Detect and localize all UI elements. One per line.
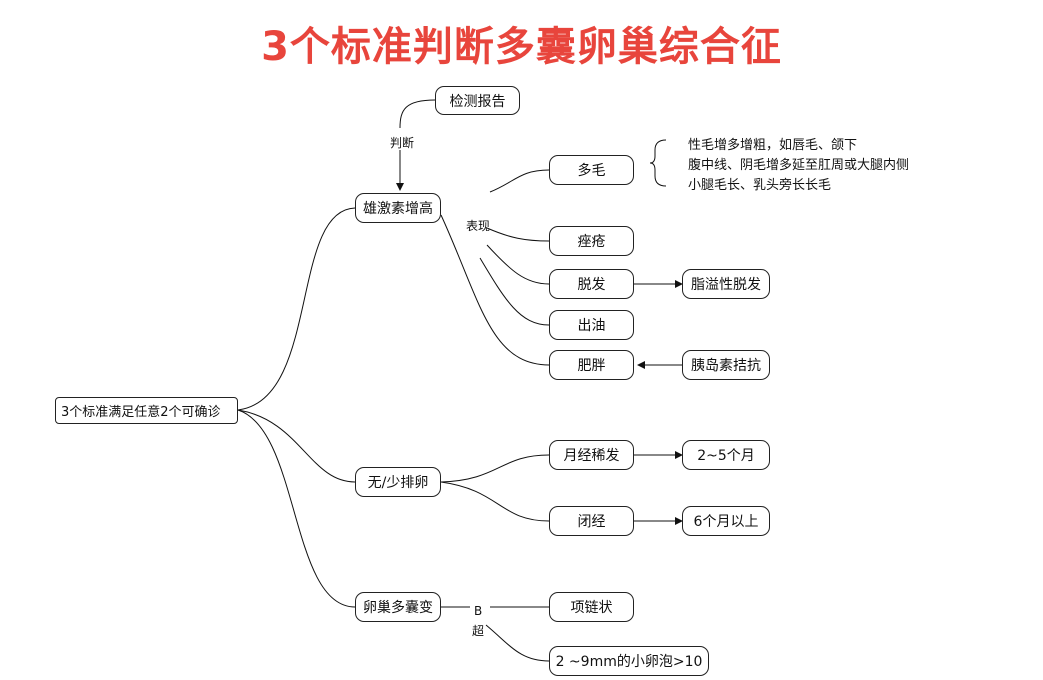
symptom-oily-skin-node[interactable]: 出油: [549, 310, 634, 340]
insulin-resistance-node[interactable]: 胰岛素拮抗: [682, 350, 770, 380]
test-report-node[interactable]: 检测报告: [435, 86, 520, 115]
necklace-sign-node[interactable]: 项链状: [549, 592, 634, 622]
symptom-hirsutism-node[interactable]: 多毛: [549, 155, 634, 185]
edge-androgen-oil: [479, 257, 550, 326]
edge-androgen-acne: [486, 227, 550, 242]
edge-androgen-hair: [489, 169, 550, 193]
symptom-hair-loss-node[interactable]: 脱发: [549, 269, 634, 299]
edge-root-ovulation: [237, 409, 356, 483]
hair-note-line: 腹中线、阴毛增多延至肛周或大腿内侧: [688, 158, 910, 173]
edge-ovulation-amenorrhea: [440, 481, 550, 522]
edge-ovulation-sparse: [440, 454, 550, 483]
edge-label-ultrasound: 超: [472, 624, 485, 638]
androgen-node[interactable]: 雄激素增高: [355, 193, 441, 223]
polycystic-ovary-node[interactable]: 卵巢多囊变: [355, 592, 441, 622]
seborrheic-alopecia-node[interactable]: 脂溢性脱发: [682, 269, 770, 299]
edge-root-ovary: [237, 409, 356, 608]
edge-ovary-follicle: [485, 624, 550, 662]
oligomenorrhea-node[interactable]: 月经稀发: [549, 440, 634, 470]
edge-label-b: B: [474, 604, 483, 618]
edge-label-symptom: 表现: [466, 219, 491, 233]
edge-androgen-hairloss: [486, 244, 550, 285]
amenorrhea-detail-node[interactable]: 6个月以上: [682, 506, 770, 536]
hair-note-line: 小腿毛长、乳头旁长长毛: [688, 178, 832, 193]
ovulation-node[interactable]: 无/少排卵: [355, 467, 441, 497]
symptom-obesity-node[interactable]: 肥胖: [549, 350, 634, 380]
amenorrhea-node[interactable]: 闭经: [549, 506, 634, 536]
symptom-acne-node[interactable]: 痤疮: [549, 226, 634, 256]
edge-root-androgen: [237, 207, 356, 411]
oligomenorrhea-detail-node[interactable]: 2~5个月: [682, 440, 770, 470]
diagram-title: 3个标准判断多囊卵巢综合征: [261, 24, 782, 70]
edge-label-judge: 判断: [390, 136, 415, 150]
hair-notes: 性毛增多增粗，如唇毛、颌下 腹中线、阴毛增多延至肛周或大腿内侧 小腿毛长、乳头旁…: [688, 136, 909, 196]
follicle-count-node[interactable]: 2 ~9mm的小卵泡>10: [549, 646, 709, 676]
root-node[interactable]: 3个标准满足任意2个可确诊: [55, 397, 238, 424]
hair-note-line: 性毛增多增粗，如唇毛、颌下: [688, 138, 858, 153]
hair-notes-bracket: [649, 139, 667, 187]
edge-report: [399, 99, 436, 129]
edge-androgen-obesity: [440, 214, 550, 366]
